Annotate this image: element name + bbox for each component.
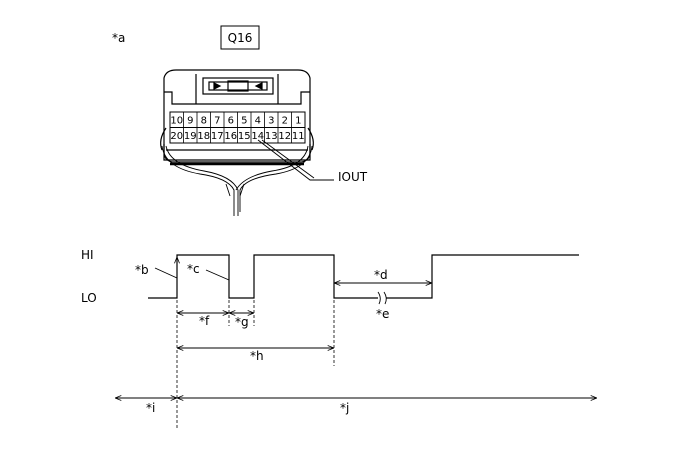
pin-label: 19 [184,131,197,142]
pin-label: 16 [224,131,237,142]
pin-label: 14 [251,131,264,142]
pin-label: 11 [292,131,305,142]
level-hi: HI [81,248,94,262]
pin-label: 20 [170,131,183,142]
pin-label: 1 [295,116,301,127]
break-mark [377,291,387,305]
pin-label: 2 [282,116,288,127]
connector-id: Q16 [228,31,253,45]
pin-label: 17 [211,131,224,142]
pin-label: 6 [228,116,234,127]
label-c: *c [187,262,200,276]
label-h: *h [250,349,264,363]
connector-id-box: Q16 [220,25,260,50]
label-b: *b [135,263,149,277]
pin-label: 8 [201,116,207,127]
pin-label: 7 [214,116,220,127]
pin-label: 18 [197,131,210,142]
label-d: *d [374,268,388,282]
label-g: *g [235,315,249,329]
pin-label: 9 [187,116,193,127]
signal-name: IOUT [338,170,368,184]
pin-label: 4 [255,116,261,127]
waveform [148,254,579,299]
level-lo: LO [81,291,97,305]
pin-label: 15 [238,131,251,142]
label-f: *f [199,314,210,328]
pin-label: 5 [241,116,247,127]
connector-housing [160,69,314,166]
label-a: *a [112,31,125,45]
label-e: *e [376,307,389,321]
iout-leader: IOUT [257,139,368,184]
label-i: *i [146,401,155,415]
wire-harness [161,145,313,216]
pin-label: 10 [170,116,183,127]
label-j: *j [340,401,349,415]
annotation-lines [154,257,230,290]
pin-label: 3 [268,116,274,127]
pin-label: 13 [265,131,278,142]
pin-label: 12 [278,131,291,142]
dimension-arrows [115,283,597,398]
